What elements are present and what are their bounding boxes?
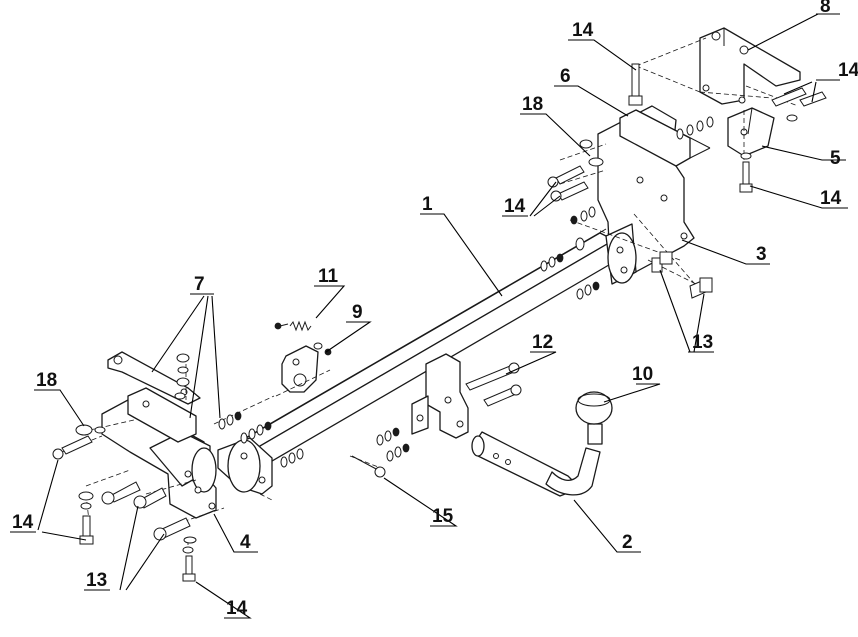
callout-2: 2 [622,532,633,553]
callout-3: 3 [756,244,767,265]
tow-ball [575,391,613,445]
callout-12: 12 [532,332,553,353]
callout-14-bottom: 14 [226,598,248,619]
callout-9: 9 [352,302,363,323]
socket-plate [275,345,331,397]
bolts-12 [465,362,522,407]
callout-13-right: 13 [692,332,713,353]
left-hardware [52,353,304,582]
leader-lines [10,13,848,619]
callout-11: 11 [318,266,339,287]
callout-18-right: 18 [522,94,543,115]
callout-14-top-right: 14 [838,60,858,81]
callout-4: 4 [240,532,251,553]
clamp-block [727,107,775,157]
cross-beam [221,228,615,483]
callout-6: 6 [560,66,571,87]
callout-7: 7 [194,274,205,295]
callout-14-mid: 14 [504,196,526,217]
spring [274,320,332,356]
left-side-bracket [101,399,217,519]
callout-8: 8 [820,0,831,17]
callout-15: 15 [432,506,454,527]
callout-18-left: 18 [36,370,57,391]
center-bracket [411,353,469,439]
right-beam-mount [619,109,711,167]
left-top-bracket [107,351,201,443]
bolt-15-group [351,427,410,478]
right-hardware [540,63,827,300]
callout-14-right: 14 [820,188,842,209]
top-bracket [699,27,801,105]
callout-1: 1 [422,194,433,215]
tow-ball-neck [471,431,601,497]
callout-10: 10 [632,364,653,385]
callout-14-top: 14 [572,20,594,41]
left-end-plate [217,437,273,495]
callout-5: 5 [830,148,841,169]
callout-13-left: 13 [86,570,107,591]
callout-14-left: 14 [12,512,34,533]
callout-labels: 1 2 3 4 5 6 7 8 9 10 11 12 13 13 14 14 1… [12,0,858,619]
